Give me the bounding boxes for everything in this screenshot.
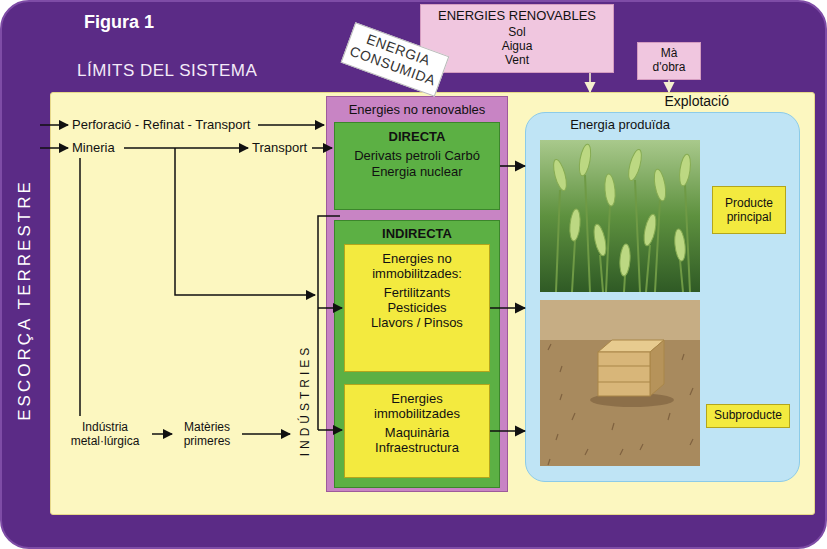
energy-category: DIRECTA Derivats petroli Carbó Energia nu…: [334, 122, 500, 210]
flow-arrow: [124, 147, 248, 149]
category-heading: INDIRECTA: [340, 226, 494, 241]
stalk: [556, 175, 690, 292]
boundary-label: LÍMITS DEL SISTEMA: [77, 61, 827, 81]
flow-arrow: [40, 147, 68, 149]
flow-line: [79, 158, 81, 416]
box-subheading: Energia produïda: [526, 117, 799, 132]
product-label: Subproducte: [710, 408, 786, 422]
bale-front: [598, 352, 650, 396]
wheat-ear: [642, 213, 658, 246]
wheat-ear: [678, 153, 692, 186]
flow-arrow: [490, 307, 525, 309]
stubble: [548, 344, 700, 466]
source-box: ENERGIES RENOVABLES Sol Aigua Vent: [420, 4, 614, 73]
region-label: ESCORÇA TERRESTRE: [15, 179, 34, 421]
photo-ground: [540, 140, 700, 292]
wheat-stalks: [556, 175, 690, 292]
far-field: [540, 300, 700, 340]
input-list: Maquinària Infraestructura: [367, 425, 467, 455]
process-step: Perforació - Refinat - Transport: [72, 117, 250, 132]
wheat-ear: [619, 244, 631, 277]
photo-ground: [540, 300, 700, 466]
system-boundary: LÍMITS DEL SISTEMAEnergies no renovables…: [50, 92, 815, 515]
wheat-ear: [577, 143, 592, 176]
flow-arrow: [242, 433, 290, 435]
flow-arrow: [318, 307, 342, 309]
box-heading: ENERGIES RENOVABLES: [425, 8, 609, 23]
process-step: Transport: [252, 140, 307, 155]
flow-arrow: [500, 165, 525, 167]
product-tag: Subproducte: [706, 404, 790, 428]
process-step: Matèries primeres: [176, 420, 238, 448]
wheat-ear: [673, 229, 686, 262]
box-heading: Energies immobilitzades: [351, 391, 483, 421]
flow-arrow: [589, 73, 591, 92]
group-heading: Energies no renovables: [331, 102, 503, 117]
input-box: Energies no immobilitzades: Fertilitzants…: [344, 244, 490, 372]
wheat-ear: [592, 223, 608, 256]
process-step-holder: Mineria: [72, 140, 115, 155]
wheat-ear: [652, 168, 667, 201]
flow-arrow: [40, 124, 68, 126]
category-heading: DIRECTA: [341, 129, 493, 144]
box-label: Mà d'obra: [653, 46, 686, 74]
bale-twine: [598, 366, 650, 382]
product-label: Producte principal: [717, 196, 781, 224]
wheat-ear: [626, 148, 644, 181]
source-box: Mà d'obra: [637, 42, 701, 80]
bale-photo: [540, 300, 700, 466]
box-heading: Energies no immobilitzades:: [351, 251, 483, 281]
wheat-photo: [540, 140, 700, 292]
energy-group: Energies no renovablesDIRECTA Derivats pe…: [326, 96, 508, 492]
input-list: Fertilitzants Pesticides Llavors / Pinso…: [367, 285, 467, 330]
wheat-ear: [551, 158, 569, 191]
process-step: Indústria metal·lúrgica: [60, 420, 150, 448]
energy-category: INDIRECTA Energies no immobilitzades: Fert…: [334, 220, 500, 488]
flow-arrow: [668, 80, 670, 92]
input-box: Energies immobilitzadesMaquinària Infrae…: [344, 384, 490, 478]
process-step-holder: Perforació - Refinat - Transport: [72, 117, 250, 132]
flow-arrow: [490, 430, 525, 432]
process-step-holder: Matèries primeres: [176, 420, 238, 448]
product-tag: Producte principal: [712, 186, 786, 234]
energy-list: Derivats petroli Carbó Energia nuclear: [347, 148, 487, 180]
flow-arrow: [312, 147, 332, 149]
bale-side: [650, 340, 664, 396]
stubble-lines: [548, 344, 700, 466]
figure-title: Figura 1: [84, 12, 154, 33]
source-list: Sol Aigua Vent: [502, 25, 533, 67]
box-heading: Explotació: [526, 93, 799, 110]
region-label-holder: ESCORÇA TERRESTRE: [24, 300, 266, 319]
flow-arrow: [258, 124, 324, 126]
group-label: INDÚSTRIES: [298, 344, 312, 457]
process-step-holder: Indústria metal·lúrgica: [60, 420, 150, 448]
wheat-ears: [551, 143, 692, 276]
flow-arrow: [318, 429, 342, 431]
flow-arrow: [152, 433, 172, 435]
wheat-ear: [569, 209, 582, 242]
process-step: Mineria: [72, 140, 115, 155]
wheat-ear: [604, 174, 617, 207]
title-holder: Figura 1: [84, 12, 154, 33]
process-step-holder: Transport: [252, 140, 307, 155]
